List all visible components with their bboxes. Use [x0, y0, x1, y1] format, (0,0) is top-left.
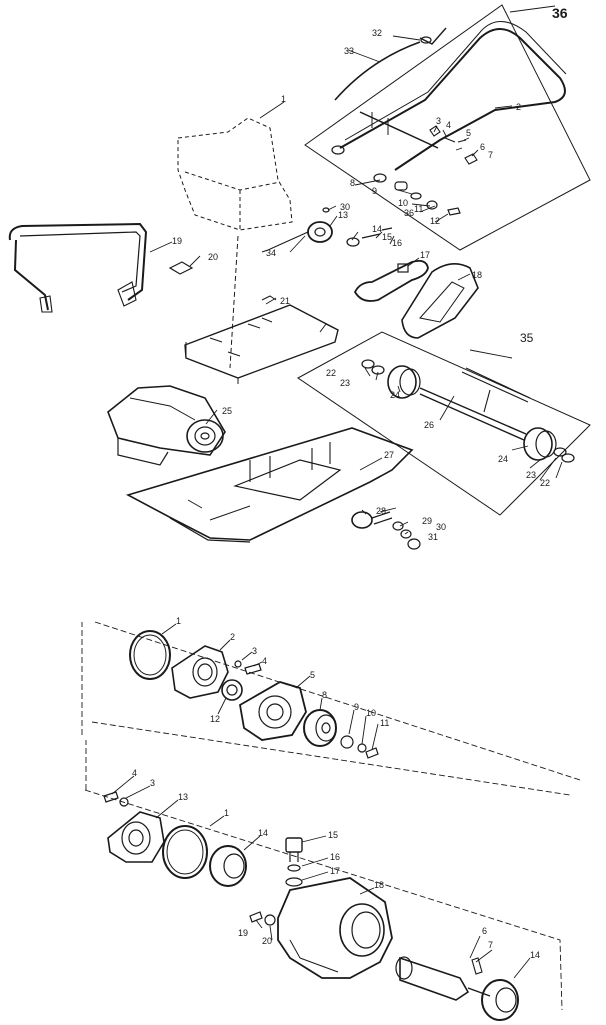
top-callouts: 1 2 3 4 5 6 7 8 9 10 11 12 13 14 15 16 1… — [172, 5, 568, 542]
callout-b10: 10 — [366, 708, 376, 718]
top-leader-lines — [149, 5, 563, 541]
callout-19: 19 — [172, 236, 182, 246]
callout-b14-left: 14 — [258, 828, 268, 838]
callout-15: 15 — [382, 232, 392, 242]
o-ring-top — [129, 630, 171, 680]
callout-b15: 15 — [328, 830, 338, 840]
drive-belt — [353, 259, 429, 302]
callout-27: 27 — [384, 450, 394, 460]
exciter-housing — [277, 877, 393, 979]
eccentric-shaft — [399, 956, 470, 1001]
callout-b1-lower: 1 — [224, 808, 229, 818]
bearing-left — [209, 845, 247, 887]
callout-2: 2 — [516, 102, 521, 112]
callout-7: 7 — [488, 150, 493, 160]
callout-26: 26 — [424, 420, 434, 430]
o-ring-bottom — [162, 825, 208, 879]
callout-13: 13 — [338, 210, 348, 220]
lift-handle — [8, 222, 148, 311]
vibrator-housing — [107, 385, 226, 456]
callout-b19: 19 — [238, 928, 248, 938]
callout-4: 4 — [446, 120, 451, 130]
callout-31: 31 — [428, 532, 438, 542]
callout-34: 34 — [266, 248, 276, 258]
callout-10: 10 — [398, 198, 408, 208]
callout-18: 18 — [472, 270, 482, 280]
callout-b2: 2 — [230, 632, 235, 642]
exciter-weight-right — [523, 427, 553, 461]
callout-b17: 17 — [330, 866, 340, 876]
compaction-plate — [125, 427, 414, 541]
callout-1: 1 — [281, 94, 286, 104]
callout-b18: 18 — [374, 880, 384, 890]
callout-b13: 13 — [178, 792, 188, 802]
engine-base-plate — [184, 304, 339, 379]
callout-b6: 6 — [482, 926, 487, 936]
callout-6: 6 — [480, 142, 485, 152]
top-assembly: 1 2 3 4 5 6 7 8 9 10 11 12 13 14 15 16 1… — [8, 4, 591, 550]
callout-14: 14 — [372, 224, 382, 234]
callout-22b: 22 — [540, 478, 550, 488]
callout-24b: 24 — [498, 454, 508, 464]
callout-32: 32 — [372, 28, 382, 38]
callout-20: 20 — [208, 252, 218, 262]
callout-b4: 4 — [262, 656, 267, 666]
engine-pulley — [307, 221, 333, 243]
callout-b11: 11 — [380, 718, 389, 728]
bearing-housing — [239, 681, 307, 741]
callout-9: 9 — [372, 186, 377, 196]
callout-b8: 8 — [322, 690, 327, 700]
callout-29: 29 — [422, 516, 432, 526]
callout-b4-lower: 4 — [132, 768, 137, 778]
belt-guard — [401, 263, 479, 339]
throttle-cable — [334, 41, 421, 101]
callout-24a: 24 — [390, 390, 400, 400]
callout-25: 25 — [222, 406, 232, 416]
exciter-weight-left — [387, 365, 417, 399]
callout-16: 16 — [392, 238, 402, 248]
exciter-pulley — [303, 709, 337, 747]
callout-b7: 7 — [488, 940, 493, 950]
callout-b14-right: 14 — [530, 950, 540, 960]
callout-b3-lower: 3 — [150, 778, 155, 788]
callout-23a: 23 — [340, 378, 350, 388]
callout-5: 5 — [466, 128, 471, 138]
rubber-mount — [351, 511, 373, 529]
callout-8: 8 — [350, 178, 355, 188]
callout-b3: 3 — [252, 646, 257, 656]
callout-11: 11 — [414, 204, 423, 214]
callout-36-small: 36 — [404, 208, 414, 218]
bottom-callouts: 1 2 3 4 5 8 9 10 11 12 4 3 13 1 14 15 16… — [132, 616, 540, 960]
callout-12: 12 — [430, 216, 440, 226]
callout-33: 33 — [344, 46, 354, 56]
callout-30: 30 — [436, 522, 446, 532]
bearing-right — [481, 979, 519, 1021]
engine-outline — [177, 117, 293, 231]
callout-28: 28 — [376, 506, 386, 516]
end-cover-top — [171, 645, 229, 699]
callout-b9: 9 — [354, 702, 359, 712]
callout-21: 21 — [280, 296, 290, 306]
callout-b16: 16 — [330, 852, 340, 862]
callout-b5: 5 — [310, 670, 315, 680]
callout-17: 17 — [420, 250, 430, 260]
exciter-kit-frame — [297, 331, 591, 516]
callout-35: 35 — [520, 331, 534, 345]
handle-kit-frame — [304, 4, 591, 251]
callout-30-small: 30 — [340, 202, 350, 212]
handle-tube — [339, 28, 566, 171]
callout-36: 36 — [552, 5, 568, 21]
callout-3: 3 — [436, 116, 441, 126]
bottom-assembly: 1 2 3 4 5 8 9 10 11 12 4 3 13 1 14 15 16… — [81, 616, 581, 1021]
end-cover-bottom — [107, 811, 165, 863]
exciter-shaft — [419, 387, 527, 441]
callout-b20: 20 — [262, 936, 272, 946]
callout-b12: 12 — [210, 714, 220, 724]
callout-b1: 1 — [176, 616, 181, 626]
bottom-leader-lines — [111, 623, 531, 979]
exploded-view-frame — [81, 621, 581, 1011]
callout-23b: 23 — [526, 470, 536, 480]
callout-22a: 22 — [326, 368, 336, 378]
